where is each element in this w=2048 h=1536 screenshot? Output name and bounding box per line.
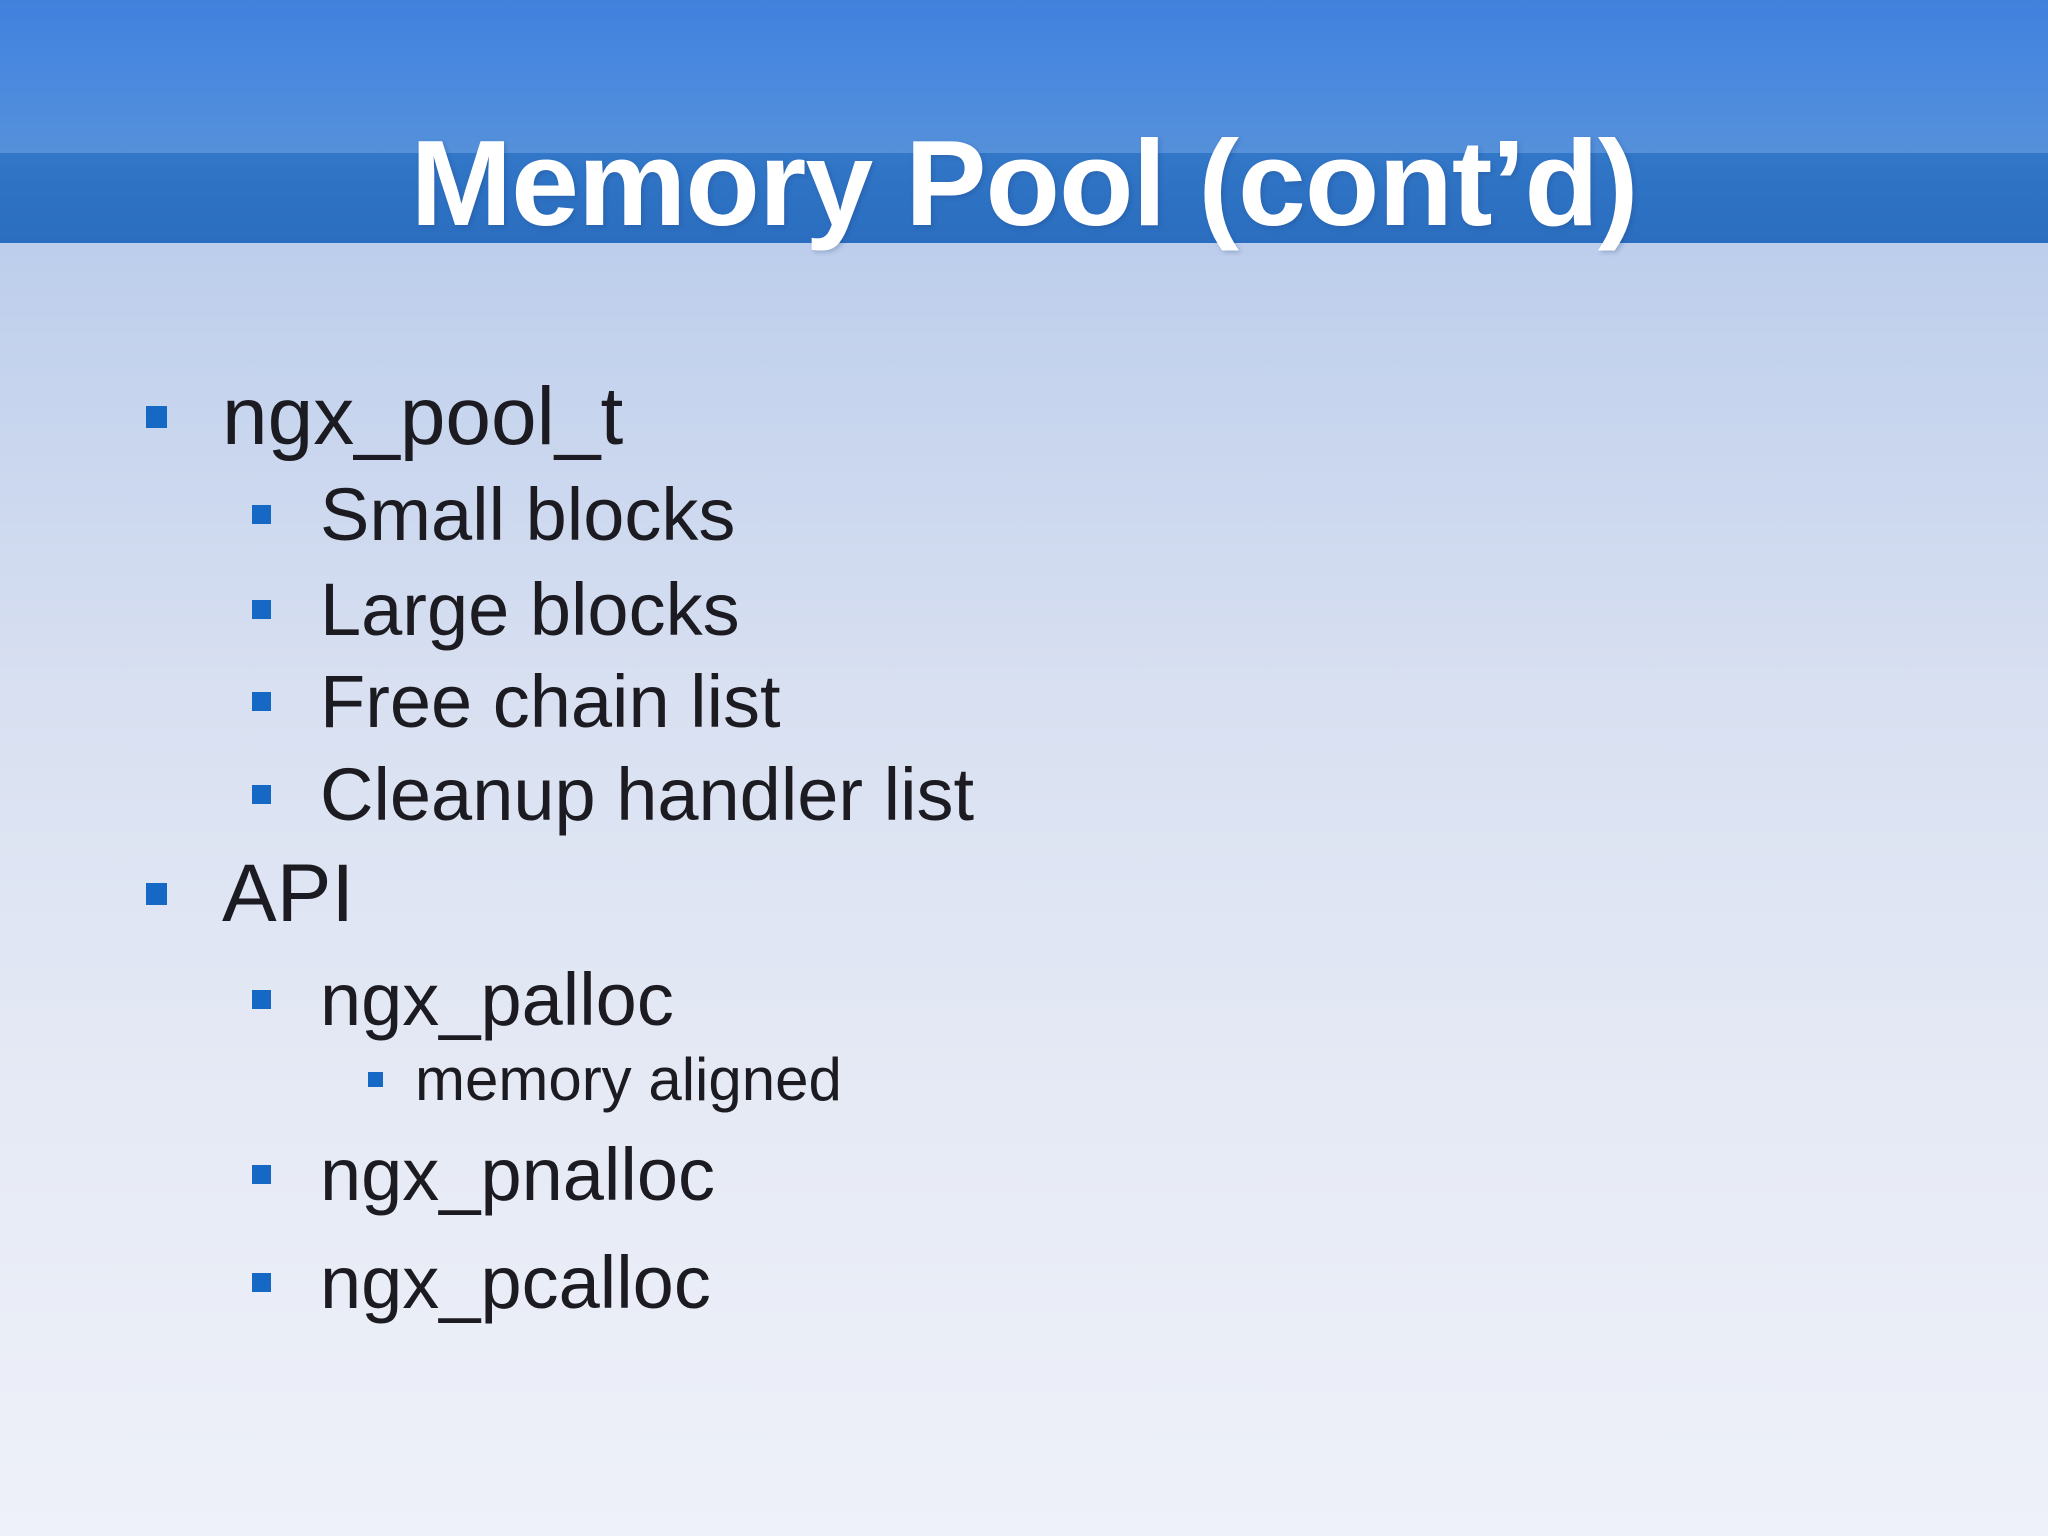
- bullet-square-icon: [146, 883, 167, 905]
- slide-title: Memory Pool (cont’d): [410, 115, 1638, 251]
- list-item-label: Cleanup handler list: [320, 752, 975, 836]
- title-band: [0, 153, 2048, 243]
- bullet-square-icon: [252, 599, 271, 619]
- list-item: Cleanup handler list: [252, 744, 974, 844]
- list-item-label: API: [222, 848, 355, 939]
- list-item-label: ngx_pnalloc: [320, 1132, 715, 1216]
- bullet-square-icon: [252, 504, 271, 524]
- list-item: ngx_pnalloc: [252, 1124, 715, 1224]
- list-item-label: Small blocks: [320, 472, 736, 556]
- list-item-label: ngx_palloc: [320, 957, 674, 1041]
- bullet-square-icon: [252, 989, 271, 1009]
- list-item-label: Large blocks: [320, 567, 740, 651]
- list-item: memory aligned: [368, 1039, 842, 1119]
- list-item: Large blocks: [252, 559, 740, 659]
- bullet-square-icon: [146, 406, 167, 428]
- list-item: ngx_pcalloc: [252, 1232, 711, 1332]
- list-item: API: [146, 839, 354, 949]
- bullet-square-icon: [252, 1164, 271, 1184]
- bullet-square-icon: [252, 784, 271, 804]
- list-item-label: ngx_pcalloc: [320, 1240, 711, 1324]
- list-item: ngx_palloc: [252, 949, 674, 1049]
- list-item: ngx_pool_t: [146, 362, 623, 472]
- bullet-square-icon: [252, 1272, 271, 1292]
- bullet-square-icon: [252, 691, 271, 711]
- bullet-square-icon: [368, 1071, 383, 1087]
- list-item-label: ngx_pool_t: [222, 371, 624, 462]
- header-gradient: [0, 0, 2048, 153]
- list-item: Small blocks: [252, 464, 735, 564]
- list-item-label: Free chain list: [320, 659, 781, 743]
- list-item-label: memory aligned: [415, 1045, 842, 1113]
- list-item: Free chain list: [252, 651, 781, 751]
